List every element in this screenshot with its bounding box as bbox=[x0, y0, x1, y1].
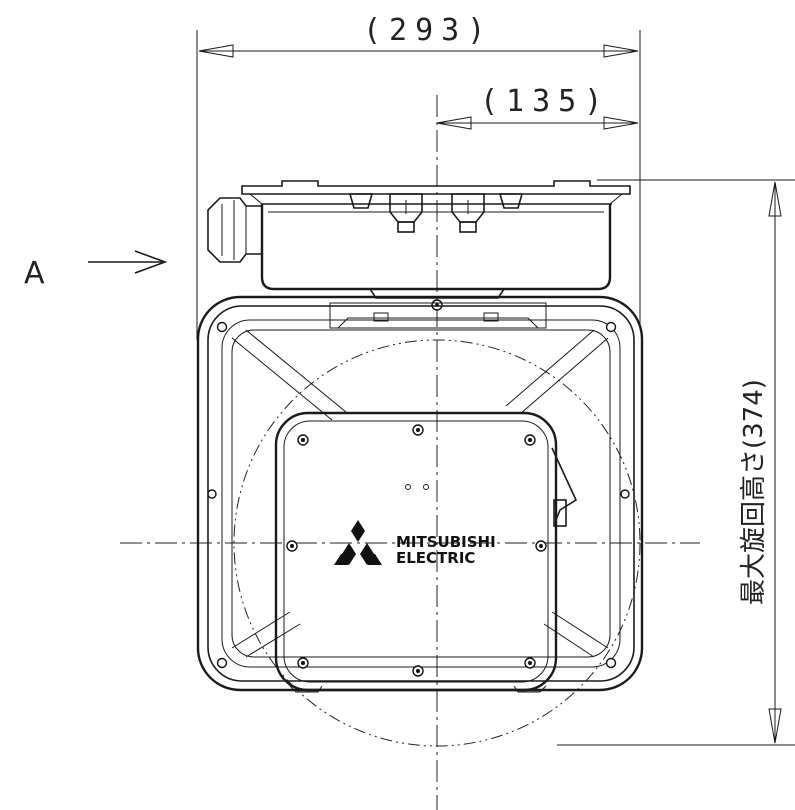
robot-body bbox=[196, 295, 644, 693]
front-cover bbox=[274, 411, 558, 692]
mitsubishi-logo: MITSUBISHI ELECTRIC bbox=[334, 520, 496, 567]
connector-box bbox=[207, 180, 631, 322]
dimension-offset-width: (135) bbox=[436, 84, 639, 130]
three-diamonds-icon bbox=[334, 520, 382, 565]
rotation-envelope-circle bbox=[233, 339, 641, 747]
offset-width-label: (135) bbox=[480, 84, 610, 119]
overall-width-label: (293) bbox=[363, 13, 493, 48]
view-label: A bbox=[24, 256, 45, 291]
view-indicator-a: A bbox=[24, 250, 168, 291]
logo-line1: MITSUBISHI bbox=[396, 533, 496, 551]
dimension-max-height: 最大旋回高さ(374) bbox=[557, 179, 795, 746]
max-height-label: 最大旋回高さ(374) bbox=[739, 379, 769, 605]
dimension-overall-width: (293) bbox=[196, 13, 641, 340]
logo-line2: ELECTRIC bbox=[396, 549, 475, 567]
